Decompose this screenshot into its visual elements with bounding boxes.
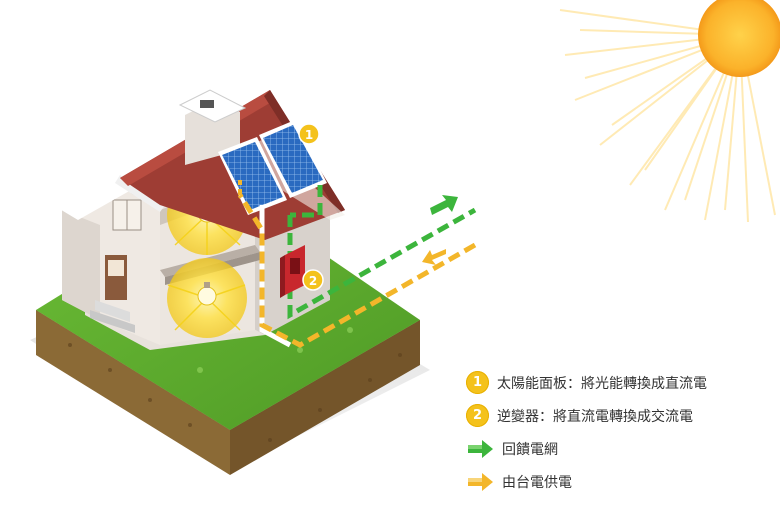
marker-1-label: 1 — [305, 128, 313, 142]
legend-label-feed-to-grid: 回饋電網 — [502, 441, 558, 458]
legend-marker-1: 1 — [466, 371, 489, 394]
green-arrow-icon — [430, 195, 458, 215]
lower-light-bulb-icon — [167, 258, 247, 338]
legend-item-inverter: 2 逆變器：將直流電轉換成交流電 — [466, 399, 766, 432]
yellow-arrow-icon — [422, 249, 446, 265]
legend-label-solar-panel: 太陽能面板：將光能轉換成直流電 — [497, 375, 707, 392]
marker-2: 2 — [302, 269, 324, 291]
marker-1: 1 — [298, 123, 320, 145]
legend-marker-2: 2 — [466, 404, 489, 427]
yellow-arrow-icon — [468, 472, 493, 491]
green-arrow-icon — [468, 439, 493, 458]
inverter — [280, 245, 305, 298]
legend-item-solar-panel: 1 太陽能面板：將光能轉換成直流電 — [466, 366, 766, 399]
marker-2-label: 2 — [309, 274, 317, 288]
grid-supply-line — [237, 180, 477, 348]
solar-panels — [218, 120, 327, 215]
legend: 1 太陽能面板：將光能轉換成直流電 2 逆變器：將直流電轉換成交流電 回饋電網 … — [466, 366, 766, 498]
legend-label-inverter: 逆變器：將直流電轉換成交流電 — [497, 408, 693, 425]
legend-item-feed-to-grid: 回饋電網 — [466, 432, 766, 465]
legend-item-grid-supply: 由台電供電 — [466, 465, 766, 498]
sun-icon — [559, 0, 780, 223]
feed-to-grid-line — [259, 185, 477, 348]
legend-label-grid-supply: 由台電供電 — [502, 474, 572, 491]
